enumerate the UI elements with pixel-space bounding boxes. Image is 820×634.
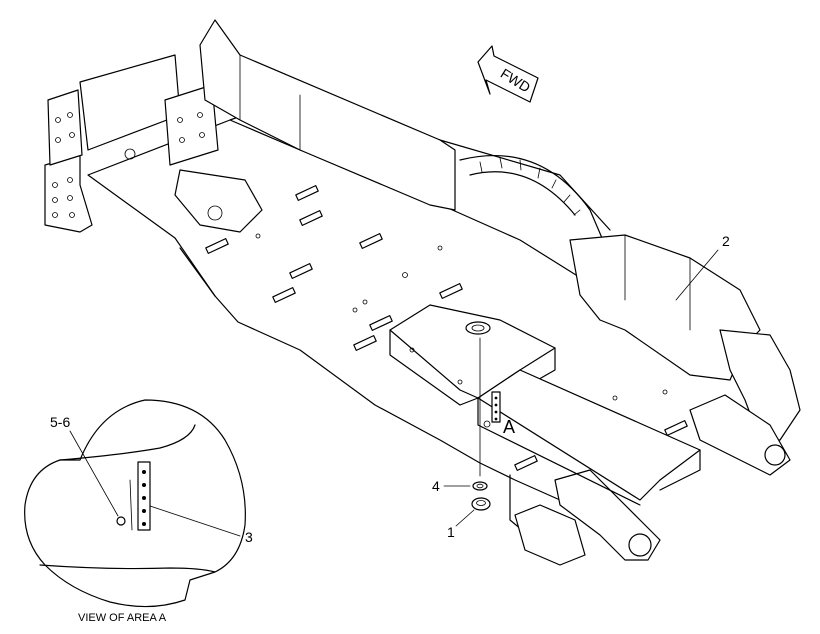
part-4-washer xyxy=(472,481,488,491)
callout-3: 3 xyxy=(245,529,253,545)
detail-bracket-holes xyxy=(142,470,146,526)
left-upper-bracket xyxy=(47,89,83,166)
leader-2 xyxy=(675,249,719,301)
right-rail-lines xyxy=(624,234,691,331)
area-a-bracket xyxy=(491,391,501,423)
bracket-holes xyxy=(52,112,205,218)
rail-edge-lines xyxy=(239,54,301,151)
forward-direction-arrow: FWD xyxy=(477,45,539,103)
callout-area-a: A xyxy=(503,417,515,437)
main-frame-assembly xyxy=(44,19,801,566)
center-tank-box xyxy=(389,304,556,399)
leader-3 xyxy=(149,505,241,537)
rear-lower-pin-hole xyxy=(628,533,652,557)
callout-5-6: 5-6 xyxy=(50,414,70,430)
rear-left-foot xyxy=(514,504,586,566)
crossmember-hole xyxy=(207,205,223,221)
center-left-mount xyxy=(164,84,219,166)
leader-5-6 xyxy=(69,430,119,517)
center-boss xyxy=(465,321,491,335)
callouts: 2 A 4 1 xyxy=(432,233,730,540)
area-a-bracket-holes xyxy=(494,396,498,421)
mount-hole xyxy=(124,148,136,160)
front-crossmember xyxy=(174,169,263,233)
detail-bracket-edge xyxy=(129,479,133,531)
plate-holes xyxy=(255,233,668,401)
detail-view-area-a: 5-6 3 VIEW OF AREA A xyxy=(24,399,253,624)
rear-right-casting xyxy=(719,329,801,441)
swing-bearing-ring xyxy=(459,154,606,246)
left-front-bracket xyxy=(44,154,93,233)
detail-caption: VIEW OF AREA A xyxy=(78,612,167,624)
leader-1 xyxy=(455,509,475,527)
rear-lug-pin-hole xyxy=(764,444,786,466)
rear-box-beam xyxy=(477,369,701,501)
callout-4: 4 xyxy=(432,478,440,494)
plate-clips xyxy=(205,185,688,471)
detail-upper-edge xyxy=(59,424,196,461)
callout-1: 1 xyxy=(447,524,455,540)
left-side-rail xyxy=(199,19,456,211)
detail-lower-edge xyxy=(39,564,216,573)
rear-beam-sides xyxy=(477,397,701,506)
callout-2: 2 xyxy=(722,233,730,249)
part-1-plug xyxy=(471,497,491,511)
ring-teeth xyxy=(479,157,581,216)
detail-bolt xyxy=(116,516,126,526)
detail-outline xyxy=(24,399,246,608)
